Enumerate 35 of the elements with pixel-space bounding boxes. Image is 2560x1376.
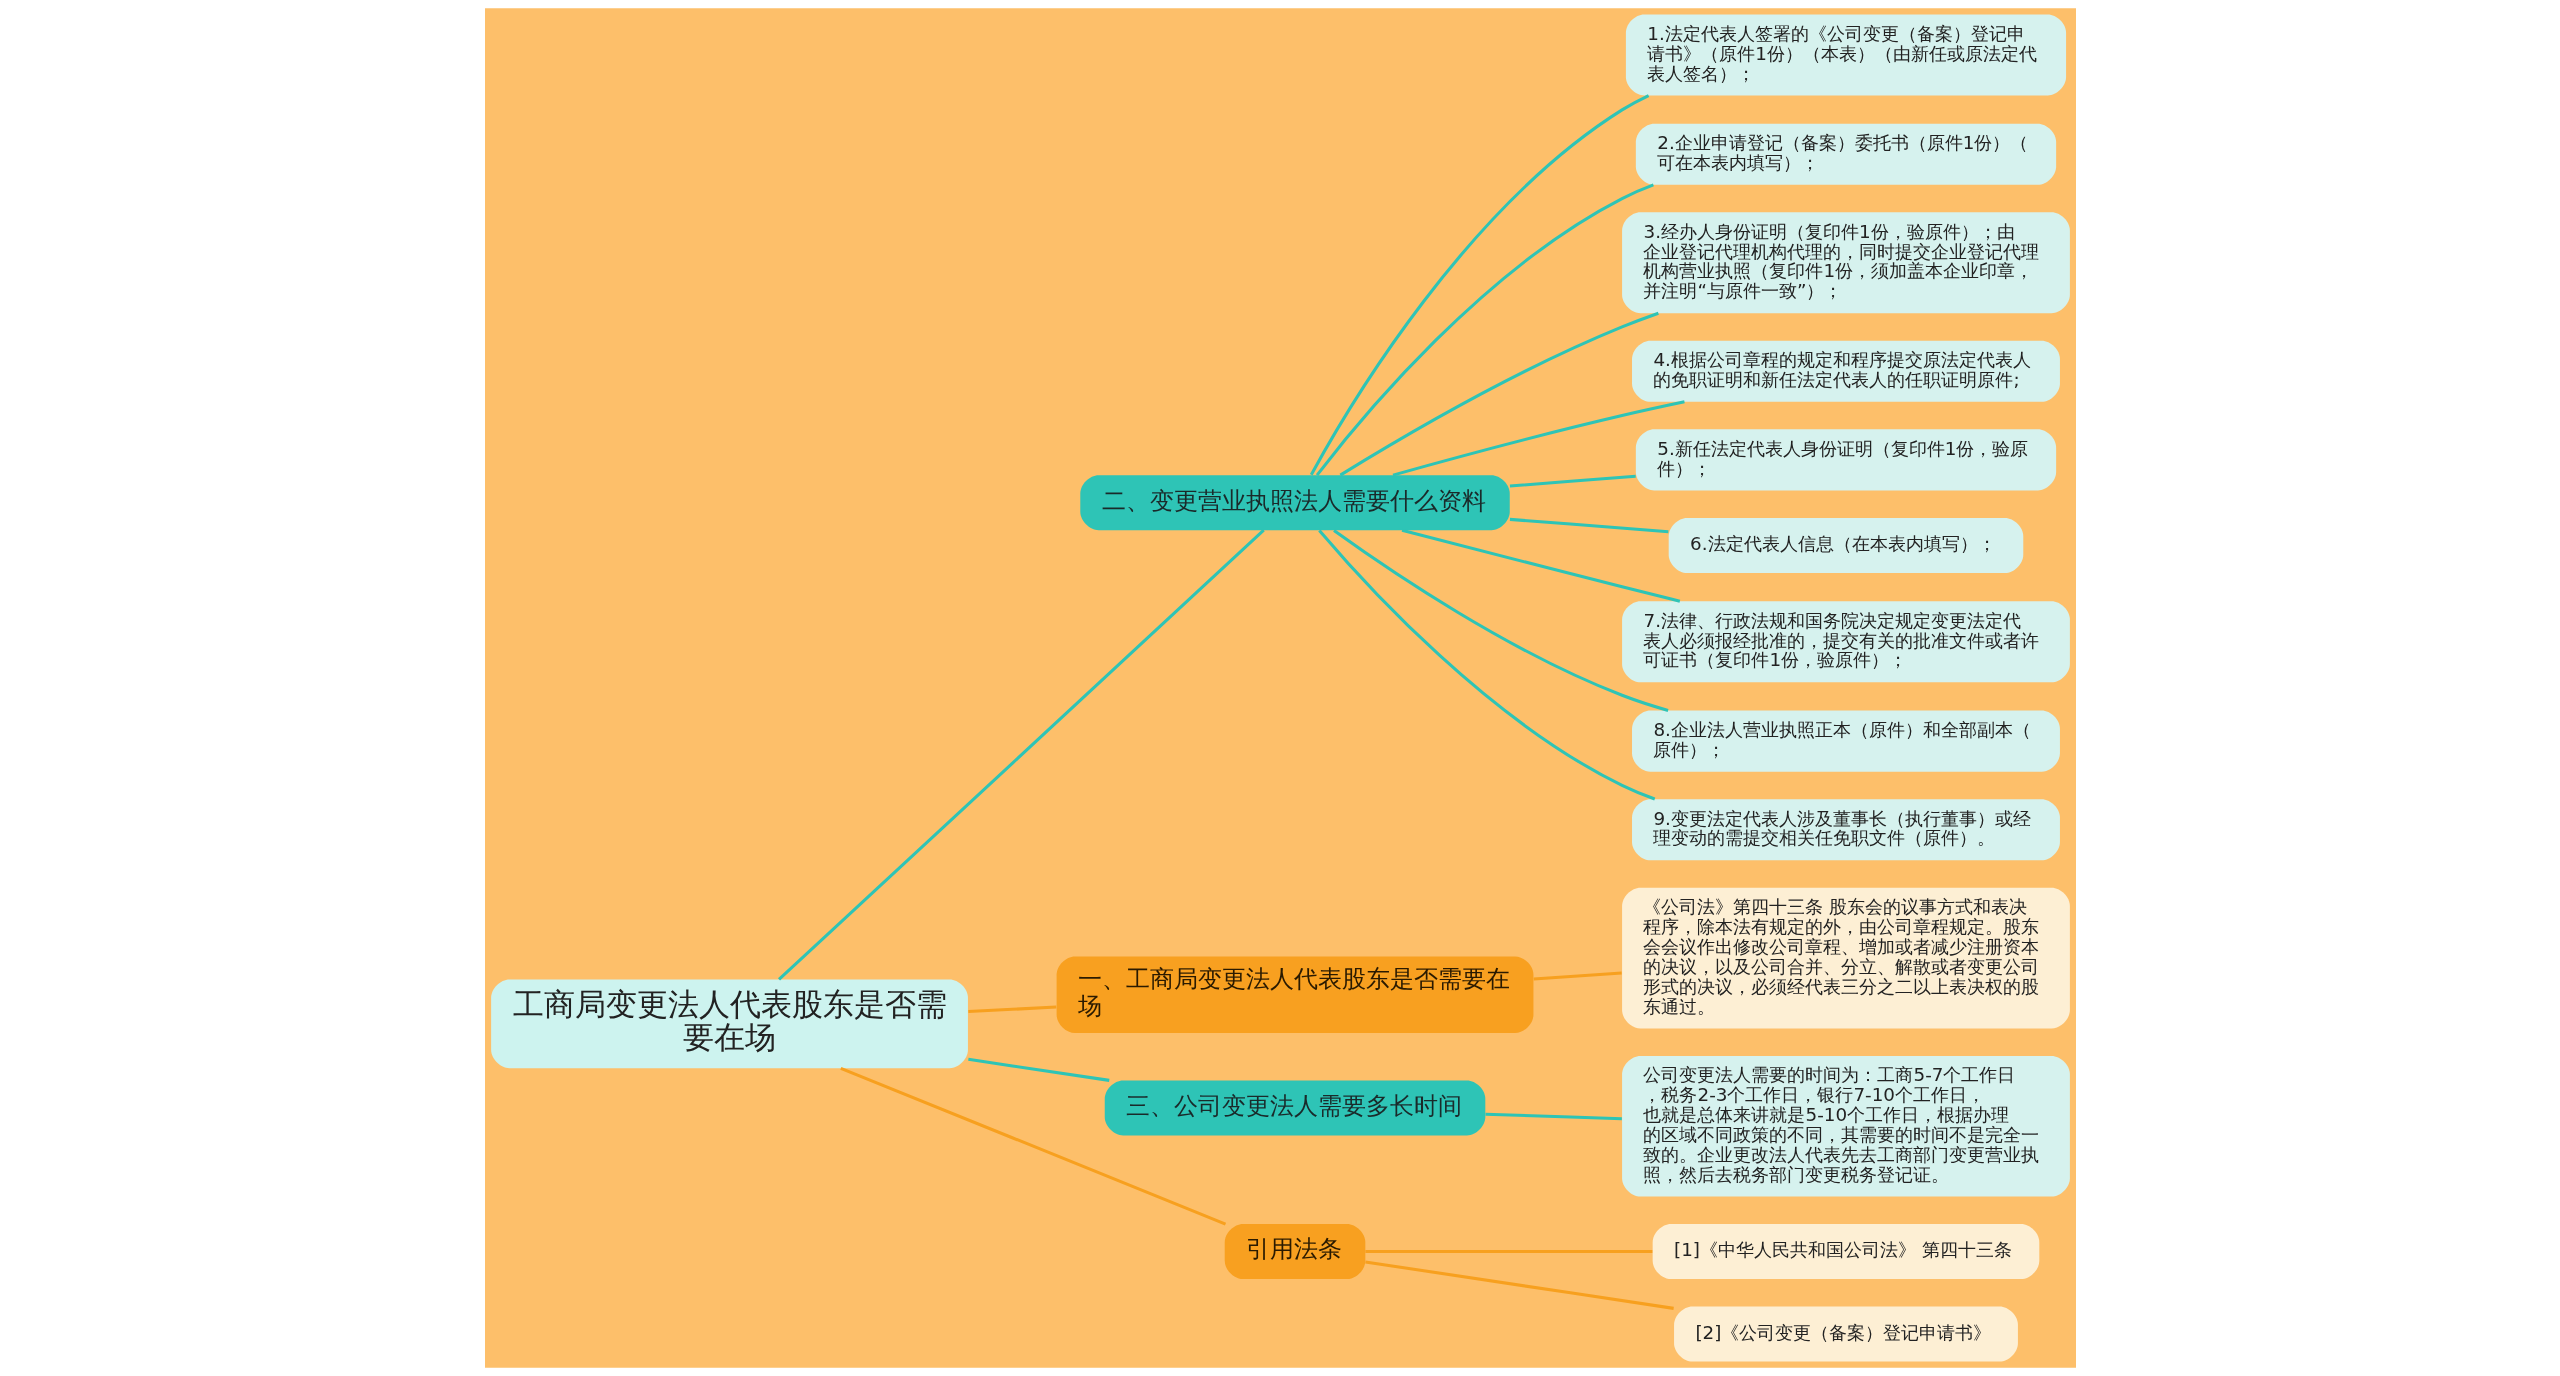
node-box: [2]《公司变更（备案）登记申请书》 (1673, 1306, 2018, 1362)
connector (1332, 529, 1668, 712)
node-box: 7.法律、行政法规和国务院决定规定变更法定代表人必须报经批准的，提交有关的批准文件或者许可证书（复印件1份，验原件）； (1621, 601, 2070, 683)
connector (1401, 528, 1680, 603)
connector (1315, 183, 1654, 476)
node-box: 一、工商局变更法人代表股东是否需要在场 (1056, 956, 1533, 1033)
node-box: 6.法定代表人信息（在本表内填写）； (1668, 517, 2023, 573)
connector (839, 1066, 1226, 1226)
node-box: 4.根据公司章程的规定和程序提交原法定代表人的免职证明和新任法定代表人的任职证明原件; (1631, 340, 2060, 402)
node-box: 引用法条 (1224, 1224, 1365, 1280)
connector (1533, 971, 1622, 981)
node-box: 《公司法》第四十三条 股东会的议事方式和表决程序，除本法有规定的外，由公司章程规定。股东会会议作出修改公司章程、增加或者减少注册资本的决议，以及公司合并、分立、解散或者变更公司形式的决议，必须经代表三分之二以上表决权的股东通过。 (1621, 887, 2070, 1029)
connector (967, 1057, 1109, 1082)
connector (777, 529, 1265, 981)
node-box: 3.经办人身份证明（复印件1份，验原件）；由企业登记代理机构代理的，同时提交企业登记代理机构营业执照（复印件1份，须加盖本企业印章，并注明“与原件一致”）； (1621, 212, 2070, 314)
connector (1317, 529, 1655, 801)
connector (1364, 1250, 1652, 1254)
connector (1364, 1260, 1674, 1310)
node-box: 三、公司变更法人需要多长时间 (1104, 1080, 1485, 1136)
node-box: 1.法定代表人签署的《公司变更（备案）登记申请书》（原件1份）（本表）（由新任或原法定代表人签名）； (1625, 14, 2066, 96)
connector (1309, 94, 1649, 476)
connector (1484, 1112, 1622, 1121)
connector (1509, 474, 1636, 488)
node-box: 工商局变更法人代表股东是否需要在场 (490, 979, 968, 1069)
node-box: [1]《中华人民共和国公司法》 第四十三条 (1652, 1224, 2039, 1280)
node-box: 二、变更营业执照法人需要什么资料 (1079, 475, 1510, 531)
node-box: 8.企业法人营业执照正本（原件）和全部副本（原件）； (1631, 710, 2060, 772)
connector (1392, 400, 1685, 477)
connector (967, 1005, 1056, 1014)
connector (1339, 311, 1659, 477)
node-box: 公司变更法人需要的时间为：工商5-7个工作日，税务2-3个工作日，银行7-10个工作日，也就是总体来讲就是5-10个工作日，根据办理的区域不同政策的不同，其需要的时间不是完全一致的。企业更改法人代表先去工商部门变更营业执照，然后去税务部门变更税务登记证。 (1621, 1055, 2070, 1197)
node-box: 9.变更法定代表人涉及董事长（执行董事）或经理变动的需提交相关任免职文件（原件）。 (1631, 799, 2060, 861)
node-box: 5.新任法定代表人身份证明（复印件1份，验原件）； (1635, 429, 2056, 491)
node-box: 2.企业申请登记（备案）委托书（原件1份）（可在本表内填写）； (1635, 123, 2056, 185)
connector (1509, 517, 1668, 534)
